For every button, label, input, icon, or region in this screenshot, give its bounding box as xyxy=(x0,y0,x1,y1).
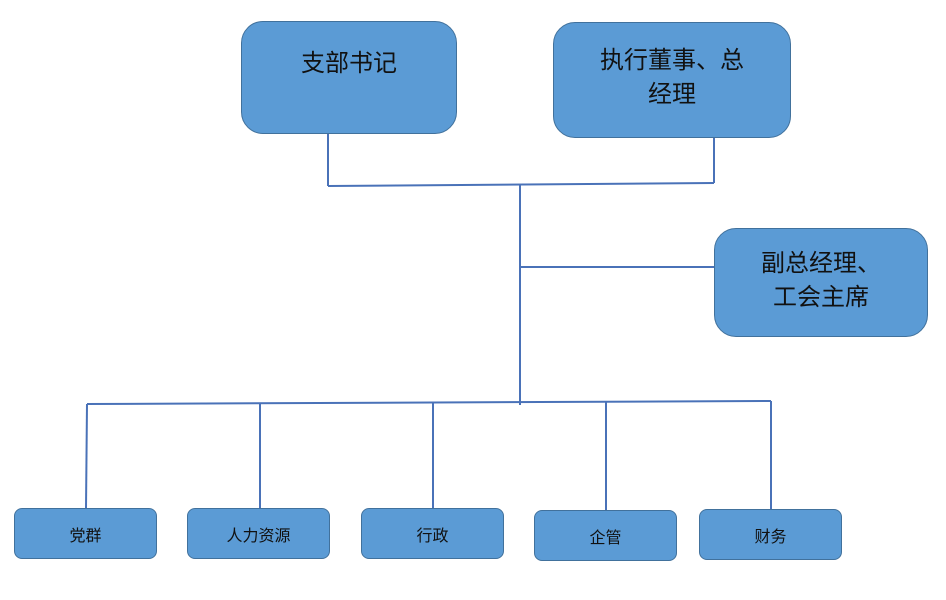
node-dept-hr: 人力资源 xyxy=(187,508,330,559)
node-dept-enterprise: 企管 xyxy=(534,510,677,561)
node-label-line: 工会主席 xyxy=(773,282,869,311)
node-label-line: 副总经理、 xyxy=(761,248,881,277)
node-dept-party-mass: 党群 xyxy=(14,508,157,559)
node-dept-finance: 财务 xyxy=(699,509,842,560)
node-dept-admin: 行政 xyxy=(361,508,504,559)
node-label: 支部书记 xyxy=(301,46,397,80)
node-party-secretary: 支部书记 xyxy=(241,21,457,134)
node-label: 执行董事、总 经理 xyxy=(600,43,744,111)
node-executive-director: 执行董事、总 经理 xyxy=(553,22,791,138)
node-label: 行政 xyxy=(416,525,449,545)
node-label: 人力资源 xyxy=(226,525,291,545)
connector-top-horizontal xyxy=(327,182,715,187)
node-deputy-gm: 副总经理、 工会主席 xyxy=(714,228,928,337)
node-label-line: 支部书记 xyxy=(301,49,397,77)
node-label: 企管 xyxy=(589,527,622,547)
node-label: 党群 xyxy=(69,525,102,545)
node-label-line: 执行董事、总 xyxy=(600,46,744,74)
node-label-line: 经理 xyxy=(648,80,696,108)
node-label: 副总经理、 工会主席 xyxy=(761,246,881,314)
connector-bottom-horizontal xyxy=(86,400,772,405)
connector-dept-party-mass xyxy=(85,403,88,509)
node-label: 财务 xyxy=(754,526,787,546)
